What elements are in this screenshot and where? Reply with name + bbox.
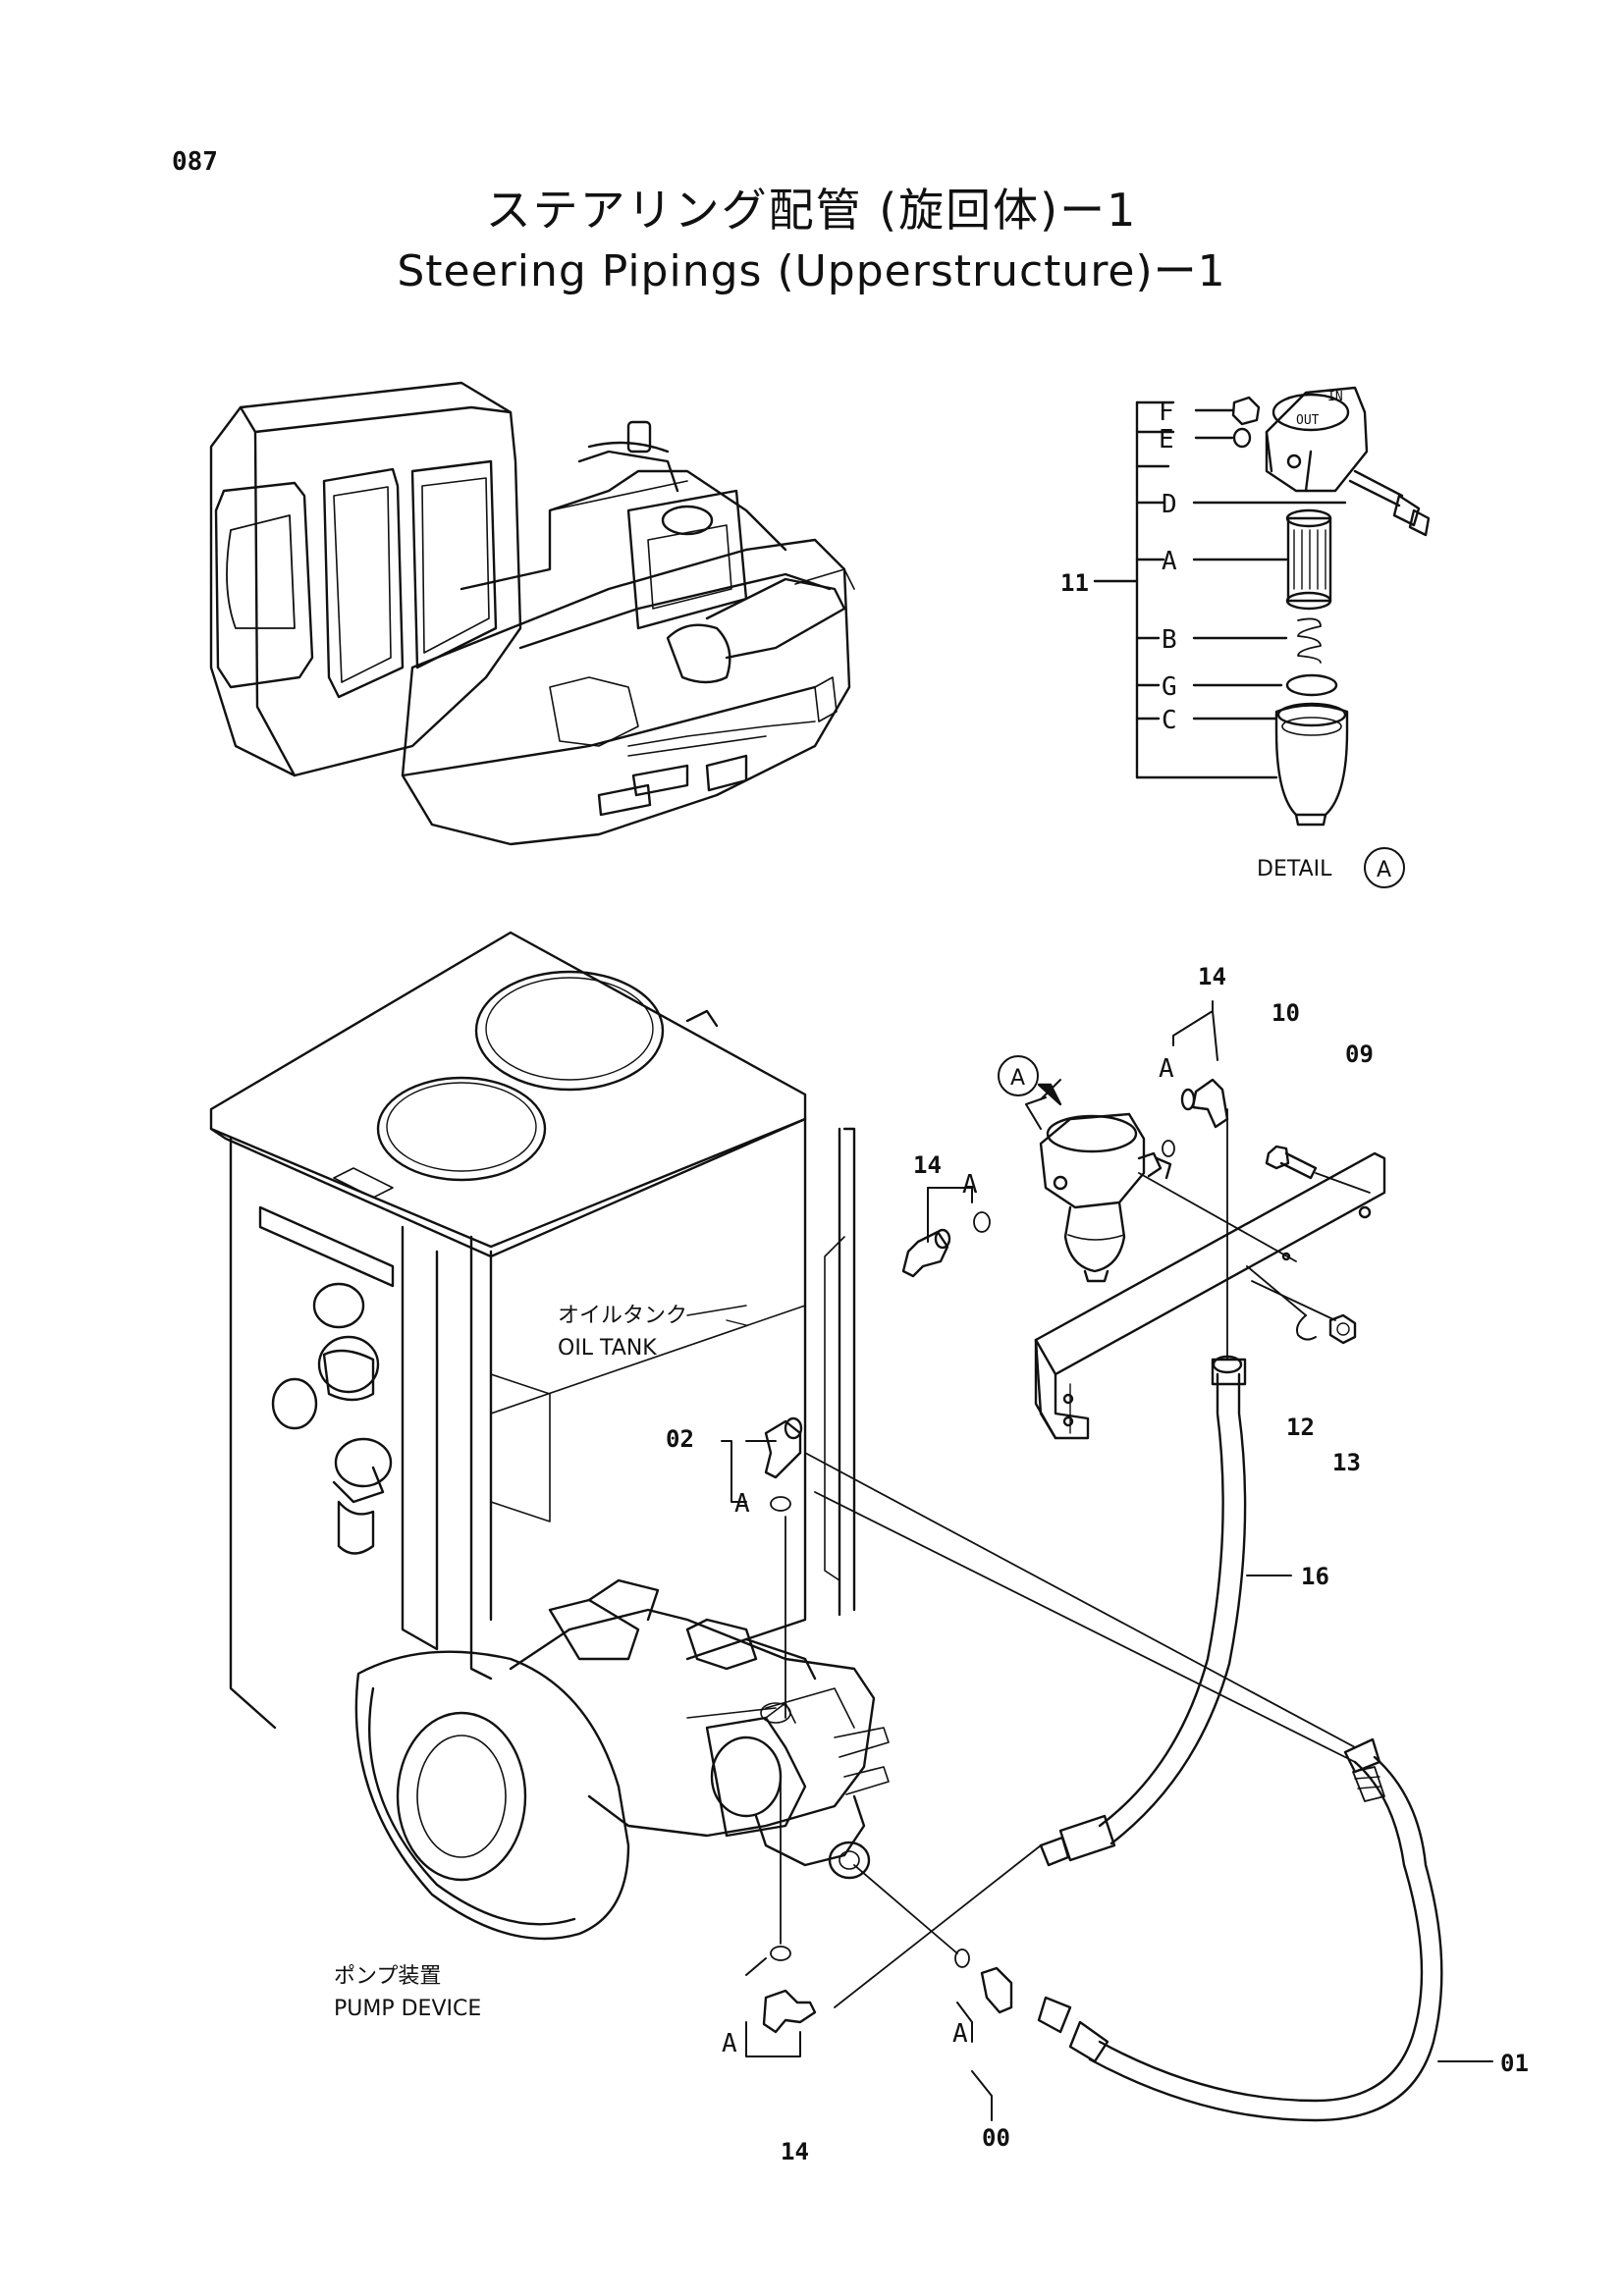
excavator-overview (209, 381, 855, 846)
callout-brackets (721, 1000, 1493, 2121)
ref-14-left: 14 (913, 1151, 942, 1179)
title-japanese: ステアリング配管 (旋回体)ー1 (485, 184, 1138, 237)
hoses (1037, 1355, 1443, 2122)
filter-in-marking: IN (1327, 390, 1343, 404)
filter-assembly (1025, 1096, 1172, 1283)
component-labels: オイルタンク OIL TANK ポンプ装置 PUMP DEVICE (334, 1304, 687, 2021)
ref-10: 10 (1271, 999, 1300, 1027)
ref-02: 02 (666, 1425, 694, 1453)
oil-tank-label-en: OIL TANK (558, 1336, 657, 1361)
ref-12: 12 (1286, 1414, 1315, 1441)
fasteners (762, 1078, 1357, 2034)
ref-16: 16 (1301, 1563, 1329, 1590)
oil-tank-drawing (209, 931, 856, 1730)
ref-14-bottom: 14 (781, 2138, 809, 2165)
pump-device-drawing (354, 1578, 890, 1941)
detail-callout-g: G (1162, 672, 1177, 702)
marker-a-label: A (1010, 1066, 1025, 1091)
ref-01: 01 (1500, 2050, 1529, 2077)
sub-ref-a-2: A (962, 1170, 978, 1200)
detail-group-ref: 11 (1060, 569, 1089, 597)
detail-callout-c: C (1162, 706, 1177, 735)
page-number: 087 (172, 147, 218, 177)
detail-a-exploded: OUT IN F E D A B G C 11 DETAIL A (1060, 386, 1431, 888)
oil-tank-label-jp: オイルタンク (558, 1304, 687, 1328)
detail-callout-f: F (1159, 398, 1174, 427)
sub-ref-a-1: A (1159, 1054, 1174, 1084)
filter-location-marker: A (998, 1055, 1062, 1106)
filter-out-marking: OUT (1296, 413, 1320, 428)
ref-14-top: 14 (1198, 963, 1226, 990)
pump-device-label-en: PUMP DEVICE (334, 1997, 481, 2021)
sub-ref-a-3: A (734, 1489, 750, 1519)
detail-callout-a: A (1162, 547, 1177, 576)
mounting-bracket (1034, 1151, 1386, 1440)
detail-callout-d: D (1162, 490, 1177, 519)
ref-13: 13 (1332, 1449, 1361, 1476)
sub-ref-a-4: A (722, 2029, 737, 2058)
ref-00: 00 (982, 2124, 1010, 2152)
pump-device-label-jp: ポンプ装置 (334, 1964, 441, 1989)
detail-marker: A (1377, 858, 1391, 882)
detail-label: DETAIL (1257, 857, 1332, 881)
title-english: Steering Pipings (Upperstructure)ー1 (397, 246, 1226, 296)
detail-callout-b: B (1162, 625, 1177, 655)
part-reference-numbers: 14 10 09 14 12 13 02 16 01 14 00 A A A A… (666, 963, 1529, 2165)
sub-ref-a-5: A (952, 2019, 968, 2049)
pipe-leader-lines (686, 1108, 1371, 2008)
detail-callout-e: E (1159, 425, 1174, 454)
ref-09: 09 (1345, 1041, 1374, 1068)
